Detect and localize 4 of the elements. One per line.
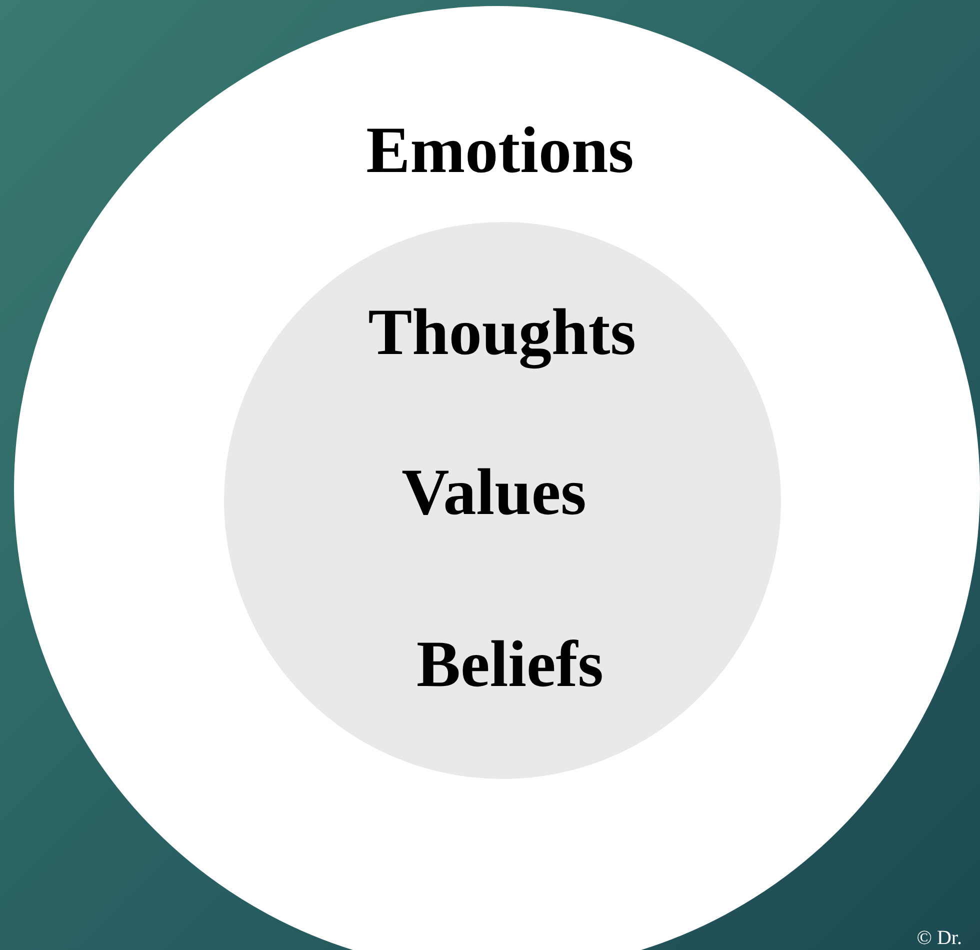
- circle-label: Emotions: [366, 118, 634, 184]
- copyright-text: © Dr.: [916, 928, 962, 948]
- circle-label: Beliefs: [416, 632, 604, 698]
- circle-label: Values: [402, 460, 586, 526]
